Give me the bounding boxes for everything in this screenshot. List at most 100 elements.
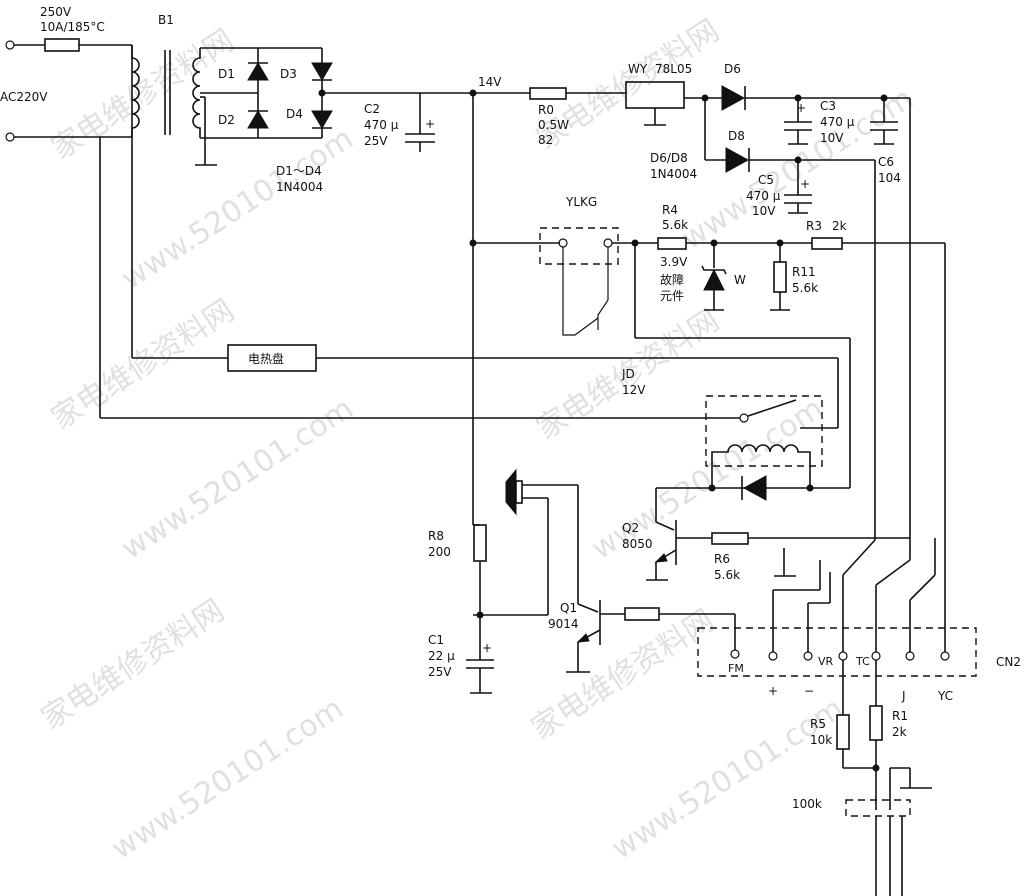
svg-text:82: 82: [538, 133, 553, 147]
zener-w: [703, 268, 725, 291]
svg-text:3.9V: 3.9V: [660, 255, 688, 269]
svg-text:14V: 14V: [478, 75, 502, 89]
diode-d1: [247, 62, 269, 81]
svg-text:8050: 8050: [622, 537, 653, 551]
svg-text:9014: 9014: [548, 617, 579, 631]
potentiometer-100k: [845, 799, 911, 817]
svg-text:CN2: CN2: [996, 655, 1021, 669]
svg-text:5.6k: 5.6k: [662, 218, 688, 232]
svg-text:J: J: [901, 689, 906, 703]
svg-text:B1: B1: [158, 13, 174, 27]
buzzer-section: R8 200 + C1 22 μ 25V Q1 9014: [428, 468, 736, 694]
svg-text:D6: D6: [724, 62, 741, 76]
fuse: [44, 38, 80, 52]
svg-text:25V: 25V: [428, 665, 452, 679]
resistor-q1-base: [624, 607, 660, 621]
buzzer-speaker: [505, 468, 517, 516]
svg-text:C3: C3: [820, 99, 836, 113]
resistor-r11: [773, 261, 787, 293]
svg-text:VR: VR: [818, 655, 834, 668]
svg-text:100k: 100k: [792, 797, 822, 811]
svg-text:电热盘: 电热盘: [248, 351, 284, 366]
svg-text:12V: 12V: [622, 383, 646, 397]
svg-text:470 μ: 470 μ: [364, 118, 399, 132]
svg-text:10k: 10k: [810, 733, 832, 747]
svg-text:10V: 10V: [752, 204, 776, 218]
diode-d3: [311, 62, 333, 81]
diode-d6: [721, 85, 746, 111]
rail-14v: 14V + C2 470 μ 25V: [322, 75, 530, 525]
svg-text:R8: R8: [428, 529, 444, 543]
diode-d8: [725, 147, 750, 173]
temp-sense: R5 10k R1 2k 100k: [792, 660, 932, 896]
ac-terminal-top: [5, 40, 15, 50]
svg-text:YLKG: YLKG: [565, 195, 597, 209]
svg-text:家电维修资料网: 家电维修资料网: [35, 593, 230, 737]
pin-yc: [940, 651, 950, 661]
ac-input: AC220V 250V 10A/185°C: [0, 5, 132, 142]
svg-text:元件: 元件: [660, 289, 684, 303]
secondary-coil: [192, 48, 201, 138]
svg-text:家电维修资料网: 家电维修资料网: [530, 13, 725, 157]
svg-text:www.520101.com: www.520101.com: [115, 121, 359, 297]
svg-text:C6: C6: [878, 155, 894, 169]
svg-text:200: 200: [428, 545, 451, 559]
svg-text:D2: D2: [218, 113, 235, 127]
svg-text:+: +: [796, 101, 806, 115]
pin-j: [905, 651, 915, 661]
relay-jd: [705, 395, 823, 467]
svg-text:家电维修资料网: 家电维修资料网: [45, 293, 240, 437]
svg-text:JD: JD: [621, 367, 635, 381]
pin-fm: [730, 649, 740, 659]
resistor-r6: [711, 532, 749, 545]
svg-text:D3: D3: [280, 67, 297, 81]
svg-text:1N4004: 1N4004: [276, 180, 323, 194]
diode-d4: [311, 110, 333, 129]
svg-text:+: +: [800, 177, 810, 191]
resistor-r4: [657, 237, 687, 250]
svg-text:D6/D8: D6/D8: [650, 151, 688, 165]
svg-text:R0: R0: [538, 103, 554, 117]
svg-text:2k: 2k: [832, 219, 847, 233]
svg-text:WY: WY: [628, 62, 648, 76]
svg-text:C5: C5: [758, 173, 774, 187]
pin-plus: [768, 651, 778, 661]
regulator-section: R0 0.5W 82 WY 78L05 D6 D8 D6/D8 1N4004 +: [529, 62, 911, 560]
svg-text:R4: R4: [662, 203, 678, 217]
svg-text:25V: 25V: [364, 134, 388, 148]
svg-text:R11: R11: [792, 265, 816, 279]
svg-text:R1: R1: [892, 709, 908, 723]
svg-text:+: +: [482, 641, 492, 655]
diode-d2: [247, 110, 269, 129]
connector-cn2: CN2 FM + − VR TC J YC: [697, 538, 1021, 703]
svg-text:Q1: Q1: [560, 601, 577, 615]
resistor-r0: [529, 87, 567, 100]
heater-relay: 电热盘 JD 12V: [100, 344, 850, 501]
svg-text:www.520101.com: www.520101.com: [105, 691, 349, 867]
svg-text:10V: 10V: [820, 131, 844, 145]
primary-coil: [131, 45, 140, 137]
fuse-rating-2: 10A/185°C: [40, 20, 105, 34]
svg-text:78L05: 78L05: [655, 62, 692, 76]
resistor-r3: [811, 237, 843, 250]
svg-text:R6: R6: [714, 552, 730, 566]
ylkg-switch: [539, 227, 619, 265]
fuse-rating-1: 250V: [40, 5, 72, 19]
svg-text:R3: R3: [806, 219, 822, 233]
svg-text:D1～D4: D1～D4: [276, 164, 322, 178]
svg-text:D1: D1: [218, 67, 235, 81]
svg-text:家电维修资料网: 家电维修资料网: [45, 23, 240, 167]
relay-contact: [747, 399, 797, 417]
svg-text:D8: D8: [728, 129, 745, 143]
svg-text:22 μ: 22 μ: [428, 649, 455, 663]
transformer-b1: B1: [99, 13, 217, 418]
svg-text:FM: FM: [728, 662, 744, 675]
svg-text:+: +: [768, 684, 778, 698]
svg-text:5.6k: 5.6k: [792, 281, 818, 295]
resistor-r1: [869, 705, 883, 741]
svg-text:D4: D4: [286, 107, 303, 121]
svg-text:1N4004: 1N4004: [650, 167, 697, 181]
pin-minus: [803, 651, 813, 661]
resistor-r8: [473, 524, 487, 562]
